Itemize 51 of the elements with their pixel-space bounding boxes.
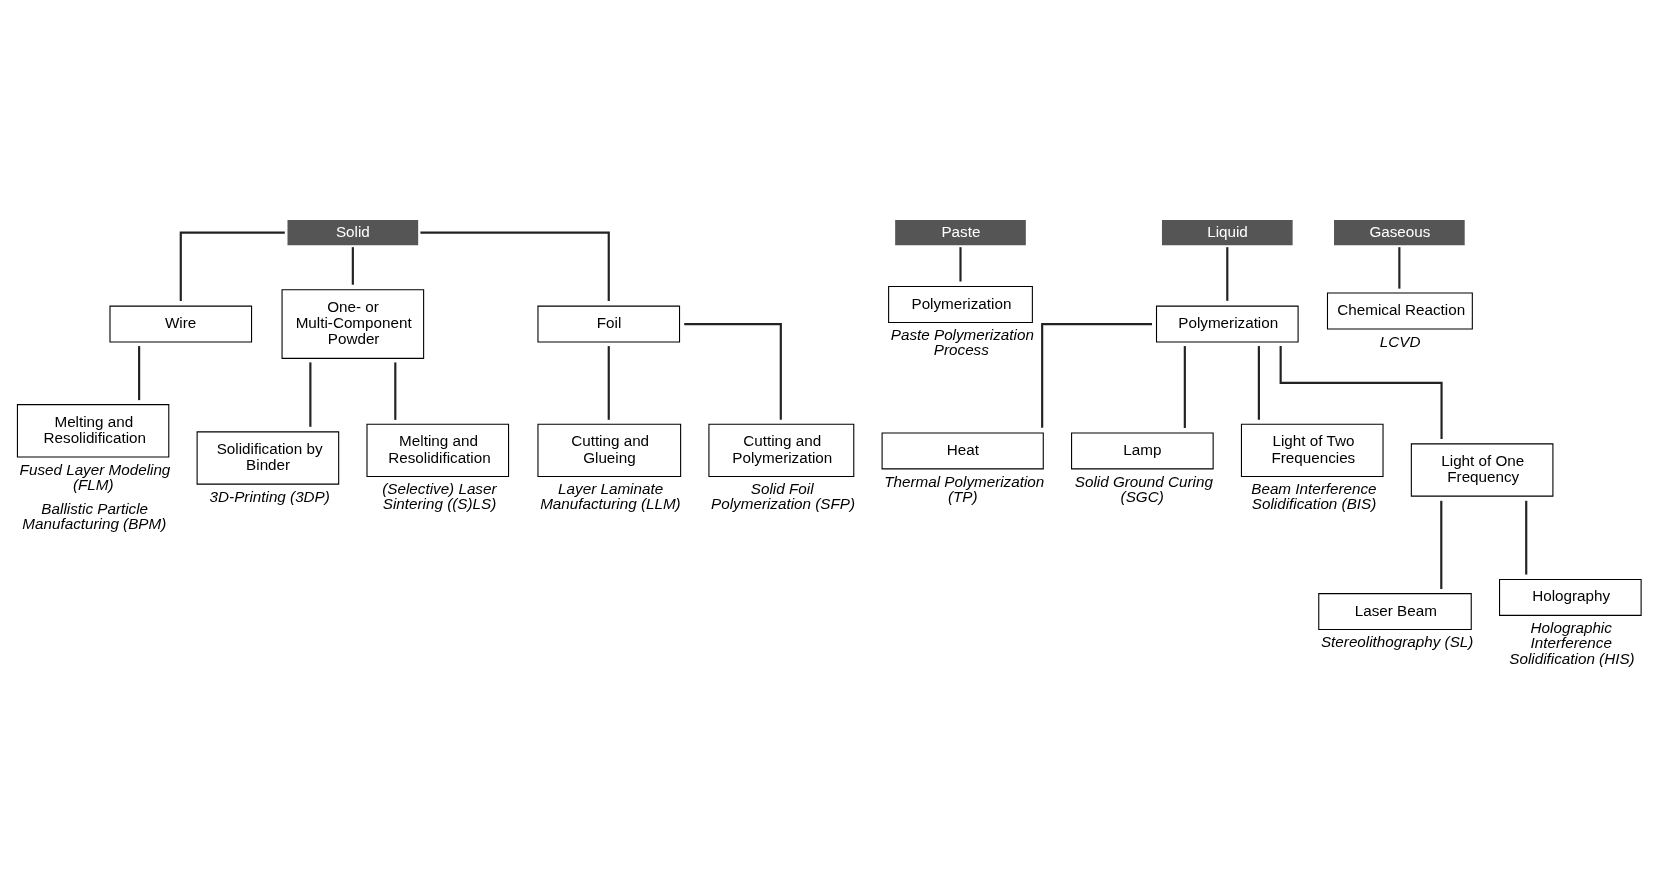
node-box: Lamp [1071,432,1214,470]
connector [1226,247,1229,301]
node-box: One- or Multi-Component Powder [281,289,425,359]
connector [179,231,285,302]
node-box: Holography [1499,578,1642,616]
connector [684,323,782,420]
connector [959,247,962,282]
node-box: Solidification by Binder [196,431,340,485]
connector [351,247,354,285]
node-box: Polymerization [888,285,1033,323]
node-label: Ballistic Particle Manufacturing (BPM) [22,499,167,533]
connector [1041,323,1152,428]
node-box: Wire [109,305,253,343]
node-label: Solid Ground Curing (SGC) [1074,472,1213,505]
node-label: Paste Polymerization Process [890,326,1034,359]
node-label: Fused Layer Modeling (FLM) [19,460,171,493]
node-label: Layer Laminate Manufacturing (LLM) [540,480,681,513]
node-box: Melting and Resolidification [366,423,510,478]
node-label: Solid Foil Polymerization (SFP) [711,480,856,513]
node-box: Paste [895,220,1026,246]
connector [420,231,610,302]
node-box: Melting and Resolidification [16,404,170,458]
node-box: Light of One Frequency [1410,443,1554,497]
node-box: Gaseous [1334,220,1465,246]
node-label: Holographic Interference Solidification (HIS) [1509,619,1635,667]
connector [1183,346,1186,428]
node-box: Chemical Reaction [1326,292,1473,330]
node-box: Cutting and Polymerization [708,423,855,478]
node-box: Cutting and Glueing [537,423,682,478]
connector [138,346,141,401]
connector [1398,247,1401,289]
connector [607,346,610,420]
node-label: Beam Interference Solidification (BIS) [1251,480,1377,513]
node-box: Heat [881,432,1044,470]
node-box: Liquid [1161,220,1293,246]
connector [1525,500,1528,575]
connector [309,362,312,427]
node-box: Polymerization [1155,305,1299,343]
connector [394,362,397,420]
node-box: Laser Beam [1318,593,1472,631]
node-label: 3D-Printing (3DP) [209,487,330,505]
node-label: Stereolithography (SL) [1320,633,1474,651]
connector [1440,500,1443,590]
connector [1257,346,1260,420]
node-label: (Selective) Laser Sintering ((S)LS) [382,480,497,513]
node-label: LCVD [1379,332,1421,350]
node-box: Foil [537,305,681,343]
connector [1279,345,1443,440]
node-box: Light of Two Frequencies [1240,423,1384,478]
node-box: Solid [287,220,419,246]
node-label: Thermal Polymerization (TP) [884,472,1045,505]
